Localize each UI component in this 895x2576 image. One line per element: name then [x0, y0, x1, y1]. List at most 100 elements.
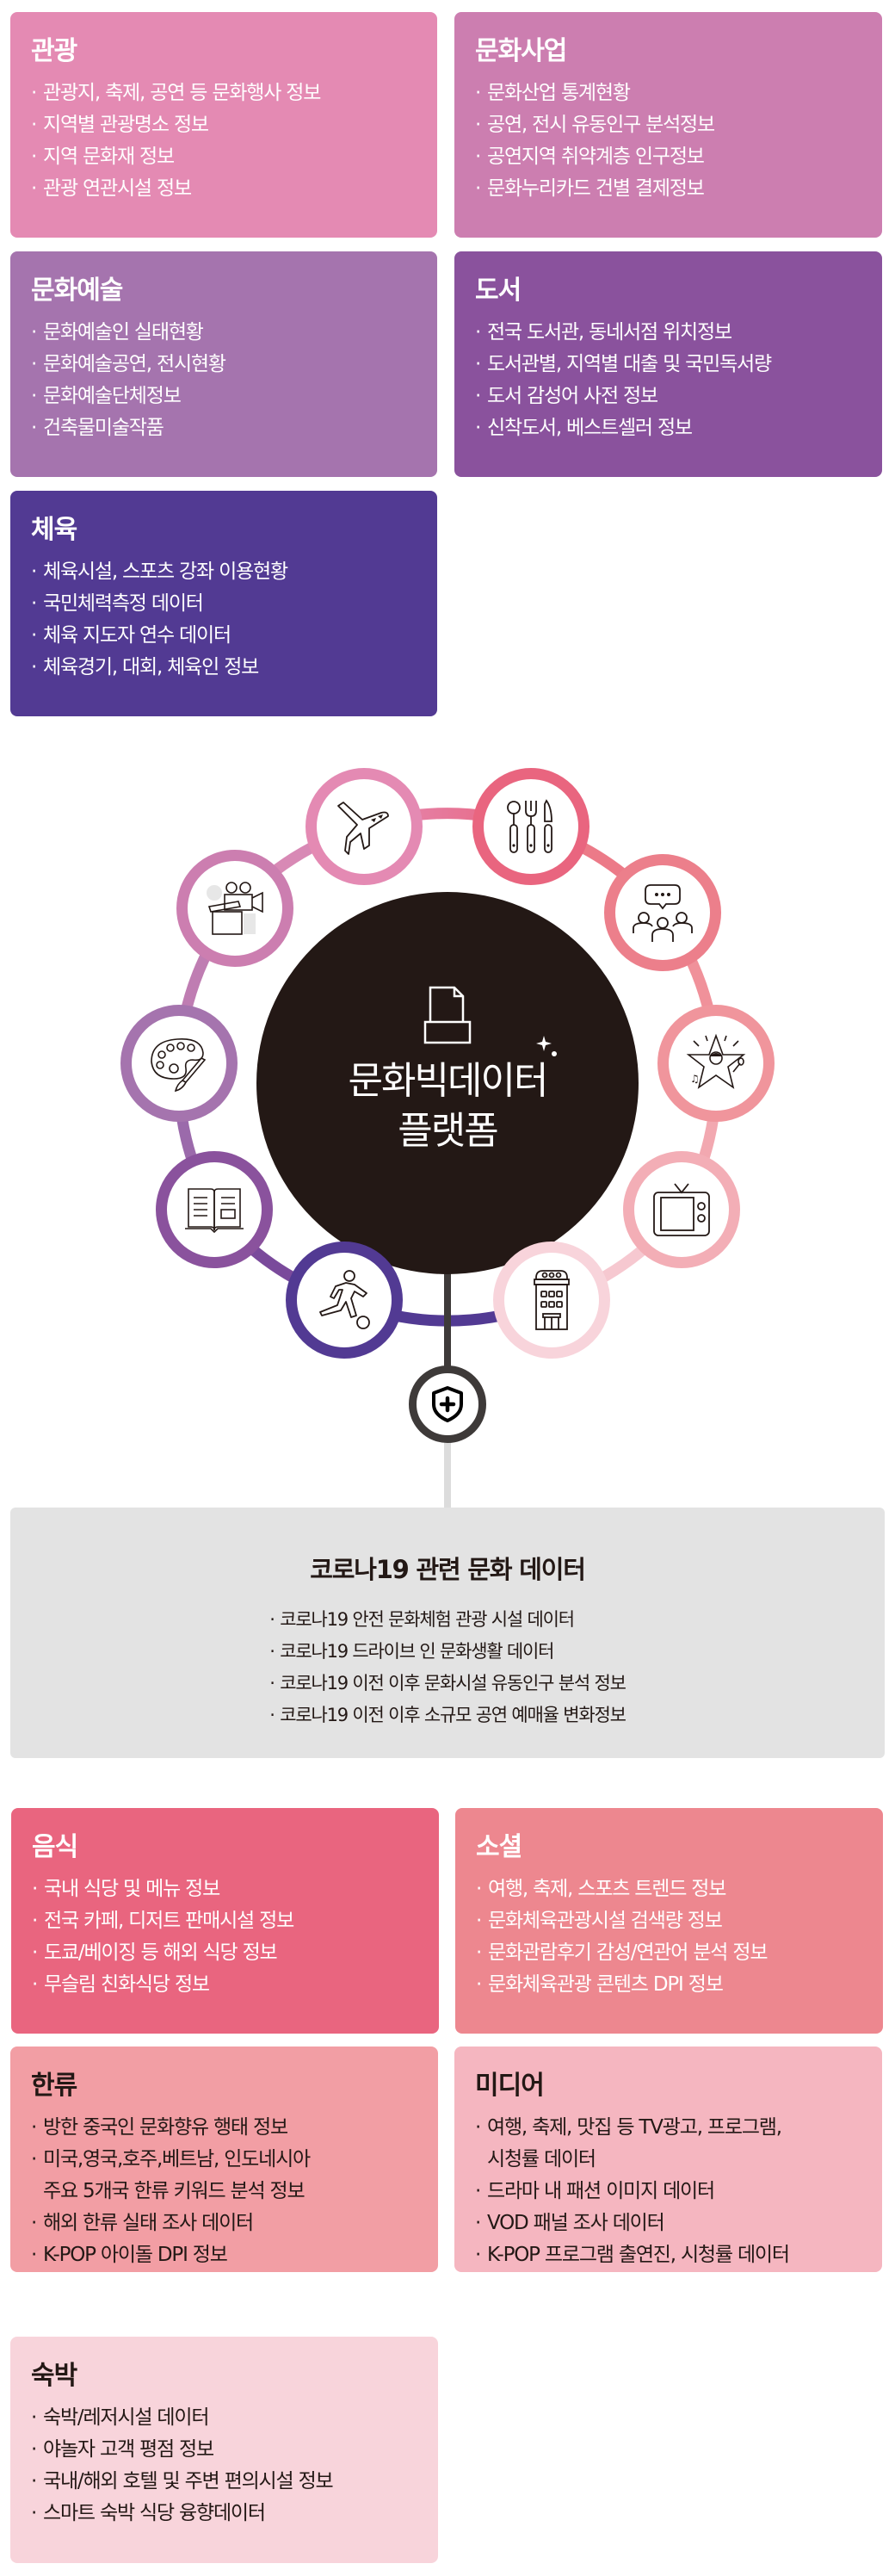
- covid-title: 코로나19 관련 문화 데이터: [310, 1555, 586, 1584]
- card-item-list: 관광지, 축제, 공연 등 문화행사 정보 지역별 관광명소 정보 지역 문화재…: [31, 77, 417, 205]
- list-item: 도서관별, 지역별 대출 및 국민독서량: [475, 349, 861, 381]
- people-chat-icon: [633, 884, 693, 942]
- list-item: 방한 중국인 문화향유 행태 정보: [31, 2112, 417, 2144]
- node-food: [472, 768, 589, 885]
- card-title: 문화예술: [31, 276, 123, 306]
- soccer-runner-icon: [319, 1270, 370, 1329]
- list-item: 건축물미술작품: [31, 412, 417, 444]
- list-item: 체육시설, 스포츠 강좌 이용현황: [31, 556, 417, 588]
- list-item: 숙박/레저시설 데이터: [31, 2402, 417, 2434]
- list-item: 도서 감성어 사전 정보: [475, 381, 861, 412]
- card-title: 음식: [32, 1832, 78, 1862]
- list-item: 관광 연관시설 정보: [31, 173, 417, 205]
- platform-hub: 문화빅데이터 플랫폼: [256, 892, 639, 1274]
- list-item: 해외 한류 실태 조사 데이터: [31, 2208, 417, 2239]
- category-card-culture-art: 문화예술 문화예술인 실태현황 문화예술공연, 전시현황 문화예술단체정보 건축…: [10, 251, 437, 477]
- card-item-list: 국내 식당 및 메뉴 정보 전국 카페, 디저트 판매시설 정보 도쿄/베이징 …: [32, 1873, 418, 2001]
- card-title: 도서: [475, 276, 522, 306]
- document-server-icon: [423, 984, 472, 1044]
- covid-node: [409, 1365, 486, 1443]
- card-item-list: 체육시설, 스포츠 강좌 이용현황 국민체력측정 데이터 체육 지도자 연수 데…: [31, 556, 417, 684]
- hotel-icon: [534, 1270, 570, 1330]
- list-item: 공연지역 취약계층 인구정보: [475, 141, 861, 173]
- list-item: 스마트 숙박 식당 융향데이터: [31, 2498, 417, 2530]
- list-item: VOD 패널 조사 데이터: [475, 2208, 861, 2239]
- list-item: 드라마 내 패션 이미지 데이터: [475, 2176, 861, 2208]
- node-social: [604, 854, 721, 971]
- card-item-list: 방한 중국인 문화향유 행태 정보 미국,영국,호주,베트남, 인도네시아 주요…: [31, 2112, 417, 2271]
- list-item: 문화예술인 실태현황: [31, 317, 417, 349]
- card-item-list: 여행, 축제, 맛집 등 TV광고, 프로그램, 시청률 데이터 드라마 내 패…: [475, 2112, 861, 2271]
- utensils-icon: [507, 799, 552, 853]
- category-card-hallyu: 한류 방한 중국인 문화향유 행태 정보 미국,영국,호주,베트남, 인도네시아…: [10, 2047, 438, 2272]
- list-item: 전국 카페, 디저트 판매시설 정보: [32, 1905, 418, 1937]
- card-title: 소셜: [476, 1832, 522, 1862]
- list-item: 코로나19 이전 이후 소규모 공연 예매율 변화정보: [269, 1700, 626, 1731]
- card-title: 미디어: [475, 2071, 545, 2101]
- card-item-list: 숙박/레저시설 데이터 야놀자 고객 평점 정보 국내/해외 호텔 및 주변 편…: [31, 2402, 417, 2530]
- category-card-media: 미디어 여행, 축제, 맛집 등 TV광고, 프로그램, 시청률 데이터 드라마…: [454, 2047, 882, 2272]
- star-singer-icon: ♫: [686, 1033, 746, 1089]
- list-item: 체육 지도자 연수 데이터: [31, 620, 417, 652]
- list-item: 전국 도서관, 동네서점 위치정보: [475, 317, 861, 349]
- airplane-icon: [337, 802, 389, 855]
- list-item: 국내 식당 및 메뉴 정보: [32, 1873, 418, 1905]
- list-item: 코로나19 이전 이후 문화시설 유동인구 분석 정보: [269, 1668, 626, 1700]
- node-culture-industry: [176, 850, 293, 967]
- category-card-sports: 체육 체육시설, 스포츠 강좌 이용현황 국민체력측정 데이터 체육 지도자 연…: [10, 491, 437, 716]
- card-item-list: 문화예술인 실태현황 문화예술공연, 전시현황 문화예술단체정보 건축물미술작품: [31, 317, 417, 444]
- open-book-icon: [185, 1188, 244, 1234]
- list-item: 국민체력측정 데이터: [31, 588, 417, 620]
- list-item: 문화체육관광 콘텐츠 DPI 정보: [476, 1969, 862, 2001]
- node-hallyu: ♫: [657, 1005, 775, 1122]
- node-culture-art: [120, 1005, 238, 1122]
- card-item-list: 문화산업 통계현황 공연, 전시 유동인구 분석정보 공연지역 취약계층 인구정…: [475, 77, 861, 205]
- film-camera-icon: [207, 882, 263, 935]
- list-item: 야놀자 고객 평점 정보: [31, 2434, 417, 2466]
- list-item: 여행, 축제, 맛집 등 TV광고, 프로그램, 시청률 데이터: [475, 2112, 861, 2176]
- list-item: 도쿄/베이징 등 해외 식당 정보: [32, 1937, 418, 1969]
- list-item: 문화예술단체정보: [31, 381, 417, 412]
- hub-title-line1: 문화빅데이터: [348, 1059, 549, 1103]
- card-title: 문화사업: [475, 36, 567, 66]
- card-title: 체육: [31, 515, 77, 545]
- category-card-culture-industry: 문화사업 문화산업 통계현황 공연, 전시 유동인구 분석정보 공연지역 취약계…: [454, 12, 882, 238]
- list-item: 문화산업 통계현황: [475, 77, 861, 109]
- covid-item-list: 코로나19 안전 문화체험 관광 시설 데이터 코로나19 드라이브 인 문화생…: [269, 1604, 626, 1731]
- list-item: K-POP 프로그램 출연진, 시청률 데이터: [475, 2239, 861, 2271]
- list-item: 무슬림 친화식당 정보: [32, 1969, 418, 2001]
- card-title: 관광: [31, 36, 77, 66]
- list-item: 문화누리카드 건별 결제정보: [475, 173, 861, 205]
- node-books: [156, 1151, 273, 1268]
- list-item: 지역 문화재 정보: [31, 141, 417, 173]
- shield-plus-icon: [432, 1386, 463, 1422]
- node-media: [623, 1151, 740, 1268]
- node-sports: [286, 1242, 403, 1359]
- hub-title-line2: 플랫폼: [398, 1109, 498, 1153]
- list-item: 미국,영국,호주,베트남, 인도네시아 주요 5개국 한류 키워드 분석 정보: [31, 2144, 417, 2208]
- covid-data-box: 코로나19 관련 문화 데이터 코로나19 안전 문화체험 관광 시설 데이터 …: [10, 1508, 885, 1758]
- list-item: 체육경기, 대회, 체육인 정보: [31, 652, 417, 684]
- category-card-books: 도서 전국 도서관, 동네서점 위치정보 도서관별, 지역별 대출 및 국민독서…: [454, 251, 882, 477]
- card-item-list: 여행, 축제, 스포츠 트렌드 정보 문화체육관광시설 검색량 정보 문화관람후…: [476, 1873, 862, 2001]
- node-lodging: [493, 1242, 610, 1359]
- category-card-lodging: 숙박 숙박/레저시설 데이터 야놀자 고객 평점 정보 국내/해외 호텔 및 주…: [10, 2337, 438, 2563]
- palette-icon: [151, 1038, 207, 1093]
- sparkle-icon: [536, 1036, 558, 1056]
- list-item: 공연, 전시 유동인구 분석정보: [475, 109, 861, 141]
- svg-text:♫: ♫: [690, 1073, 700, 1085]
- platform-diagram: 문화빅데이터 플랫폼: [0, 740, 895, 1515]
- television-icon: [653, 1183, 710, 1236]
- list-item: 여행, 축제, 스포츠 트렌드 정보: [476, 1873, 862, 1905]
- category-card-social: 소셜 여행, 축제, 스포츠 트렌드 정보 문화체육관광시설 검색량 정보 문화…: [455, 1808, 883, 2034]
- card-title: 한류: [31, 2071, 77, 2101]
- list-item: 코로나19 안전 문화체험 관광 시설 데이터: [269, 1604, 625, 1636]
- list-item: 문화체육관광시설 검색량 정보: [476, 1905, 862, 1937]
- card-item-list: 전국 도서관, 동네서점 위치정보 도서관별, 지역별 대출 및 국민독서량 도…: [475, 317, 861, 444]
- list-item: 관광지, 축제, 공연 등 문화행사 정보: [31, 77, 417, 109]
- node-tourism: [306, 768, 423, 885]
- list-item: 문화예술공연, 전시현황: [31, 349, 417, 381]
- list-item: K-POP 아이돌 DPI 정보: [31, 2239, 417, 2271]
- list-item: 코로나19 드라이브 인 문화생활 데이터: [269, 1636, 625, 1668]
- list-item: 지역별 관광명소 정보: [31, 109, 417, 141]
